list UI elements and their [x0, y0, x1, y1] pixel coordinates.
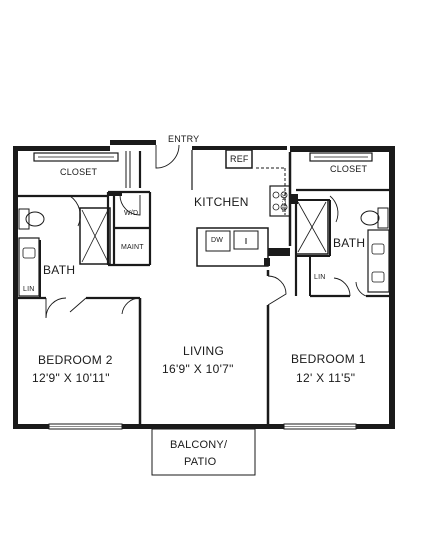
bath-left-label: BATH [43, 263, 76, 277]
kitchen-label: KITCHEN [194, 195, 249, 209]
bedroom2-dims: 12'9" X 10'11" [32, 371, 110, 385]
bedroom1-label: BEDROOM 1 [291, 352, 366, 366]
bedroom1-dims: 12' X 11'5" [296, 371, 356, 385]
living-label: LIVING [183, 344, 225, 358]
ref-label: REF [230, 154, 249, 164]
balcony-label-line2: PATIO [184, 456, 217, 468]
linen-right-label: LIN [314, 274, 326, 281]
exterior-walls [13, 140, 395, 429]
wd-label: W/D [124, 210, 139, 217]
maint-label: MAINT [121, 244, 144, 251]
balcony-label-line1: BALCONY/ [170, 439, 228, 451]
dishwasher-label: DW [211, 237, 224, 244]
entry-label: ENTRY [168, 134, 200, 144]
micro-label: MICRO [282, 191, 288, 212]
closet-right-label: CLOSET [330, 164, 368, 174]
linen-left-label: LIN [23, 286, 35, 293]
closet-left-label: CLOSET [60, 167, 98, 177]
living-dims: 16'9" X 10'7" [162, 362, 234, 376]
bedroom2-label: BEDROOM 2 [38, 353, 113, 367]
bath-right-label: BATH [333, 236, 366, 250]
interior-walls [18, 144, 390, 476]
